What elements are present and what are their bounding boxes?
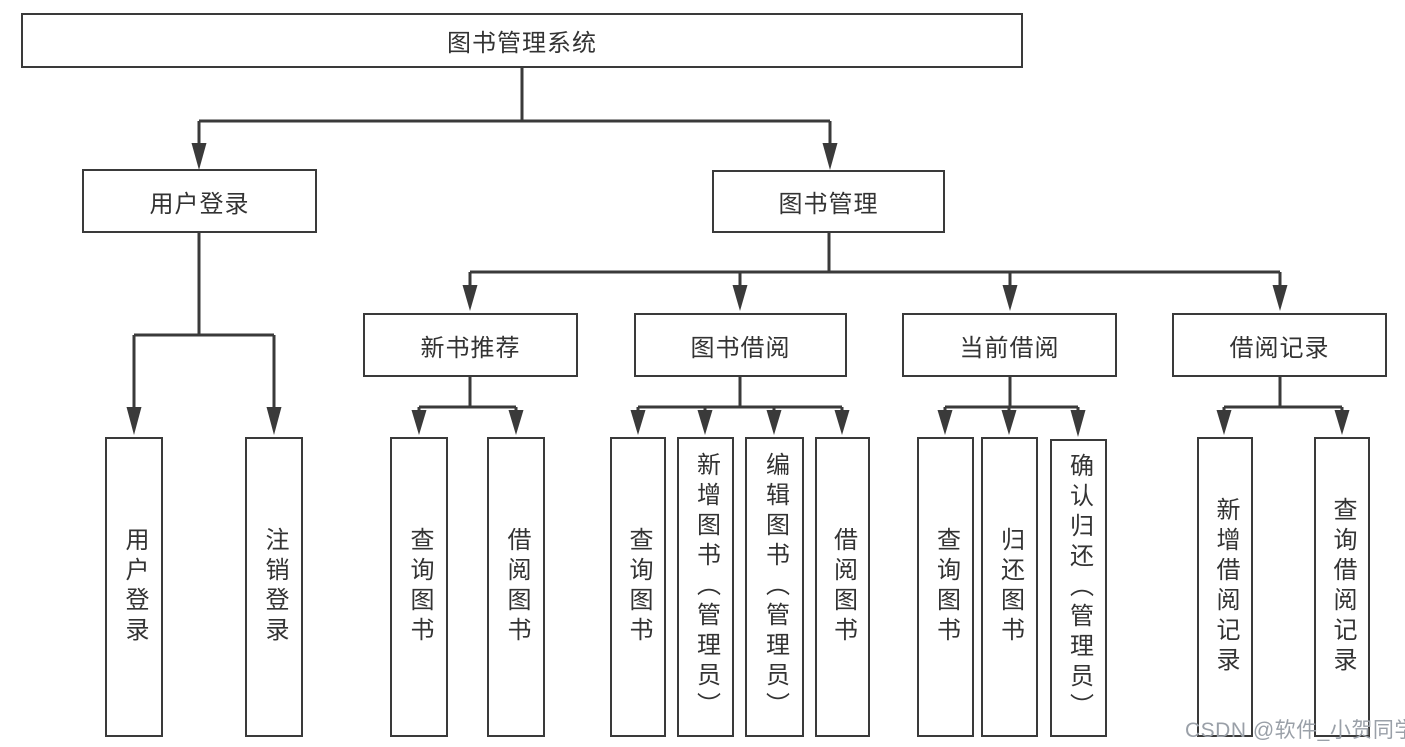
node-user-login: 用户登录 (82, 169, 317, 233)
leaf-label: 编辑图书（管理员） (761, 452, 789, 722)
leaf-label: 借阅图书 (503, 527, 530, 647)
node-new-book-recommend: 新书推荐 (363, 313, 578, 377)
node-current-borrowing: 当前借阅 (902, 313, 1117, 377)
leaf-borrowing-add-books-admin: 新增图书（管理员） (677, 437, 734, 737)
leaf-records-add-record: 新增借阅记录 (1197, 437, 1253, 737)
leaf-current-confirm-return-admin: 确认归还（管理员） (1050, 439, 1107, 737)
leaf-recommend-borrow-books: 借阅图书 (487, 437, 545, 737)
leaf-label: 查询图书 (625, 527, 652, 647)
leaf-label: 新增图书（管理员） (692, 452, 720, 722)
leaf-label: 查询图书 (406, 527, 433, 647)
leaf-borrowing-borrow-books: 借阅图书 (815, 437, 870, 737)
leaf-label: 注销登录 (261, 527, 288, 647)
leaf-label: 新增借阅记录 (1212, 497, 1239, 677)
node-book-management: 图书管理 (712, 170, 945, 233)
node-library-system: 图书管理系统 (21, 13, 1023, 68)
leaf-recommend-query-books: 查询图书 (390, 437, 448, 737)
csdn-watermark: CSDN @软件_小贺同学 (1185, 719, 1405, 742)
leaf-label: 借阅图书 (829, 527, 857, 647)
leaf-label: 查询借阅记录 (1329, 497, 1356, 677)
leaf-label: 用户登录 (121, 527, 148, 647)
leaf-current-return-books: 归还图书 (981, 437, 1038, 737)
leaf-borrowing-query-books: 查询图书 (610, 437, 666, 737)
node-book-borrowing: 图书借阅 (634, 313, 847, 377)
node-borrow-records: 借阅记录 (1172, 313, 1387, 377)
leaf-records-query-record: 查询借阅记录 (1314, 437, 1370, 737)
leaf-user-login: 用户登录 (105, 437, 163, 737)
leaf-label: 查询图书 (932, 527, 960, 647)
leaf-current-query-books: 查询图书 (917, 437, 974, 737)
leaf-label: 确认归还（管理员） (1065, 453, 1093, 723)
leaf-label: 归还图书 (996, 527, 1024, 647)
leaf-logout: 注销登录 (245, 437, 303, 737)
leaf-borrowing-edit-books-admin: 编辑图书（管理员） (745, 437, 804, 737)
